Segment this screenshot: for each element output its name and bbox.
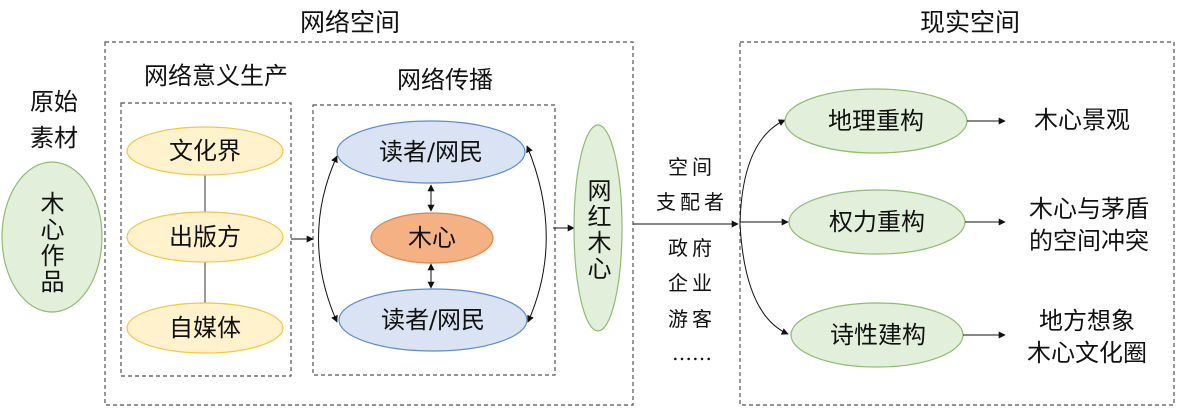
branch-arrow-top [739,119,786,225]
arc-left [318,155,338,323]
arc-right [526,145,547,323]
raw-works-node [1,161,103,313]
geo-result-label: 木心景观 [1034,106,1130,134]
internet-celebrity-label: 网红木心 [583,178,611,282]
dominator-government: 政府 [668,236,716,260]
branch-arrow-bottom [739,223,789,335]
power-reconstruction-label: 权力重构 [829,208,925,236]
geo-reconstruction-label: 地理重构 [828,107,924,135]
real-space-box [739,41,1175,406]
online-space-title: 网络空间 [299,8,400,37]
raw-material-title: 原始 素材 [30,88,78,152]
publisher-label: 出版方 [169,223,241,251]
meaning-production-box [120,102,292,377]
real-space-title: 现实空间 [919,8,1020,37]
dominator-enterprise: 企业 [668,271,716,295]
poetic-construction-label: 诗性建构 [830,321,926,349]
readers-bottom-label: 读者/网民 [380,306,486,334]
self-media-label: 自媒体 [169,314,241,342]
power-result-label: 木心与茅盾 的空间冲突 [1029,195,1149,255]
dissemination-title: 网络传播 [397,66,493,94]
publisher-node [126,211,284,263]
muxin-center-label: 木心 [408,224,456,252]
internet-celebrity-node [573,124,623,332]
readers-top-node [336,120,526,184]
self-media-node [126,302,284,354]
raw-works-label: 木心作品 [36,191,64,295]
culture-circle-node [126,126,284,176]
poetic-result-label: 地方想象 木心文化圈 [1027,307,1147,367]
space-dominators-title: 空间 支配者 [656,155,728,214]
dominator-tourist: 游客 [668,307,716,331]
muxin-center-node [370,212,494,264]
dominator-ellipsis: …… [672,341,712,365]
meaning-production-title: 网络意义生产 [144,62,288,90]
readers-top-label: 读者/网民 [378,138,484,166]
culture-circle-label: 文化界 [169,137,241,165]
